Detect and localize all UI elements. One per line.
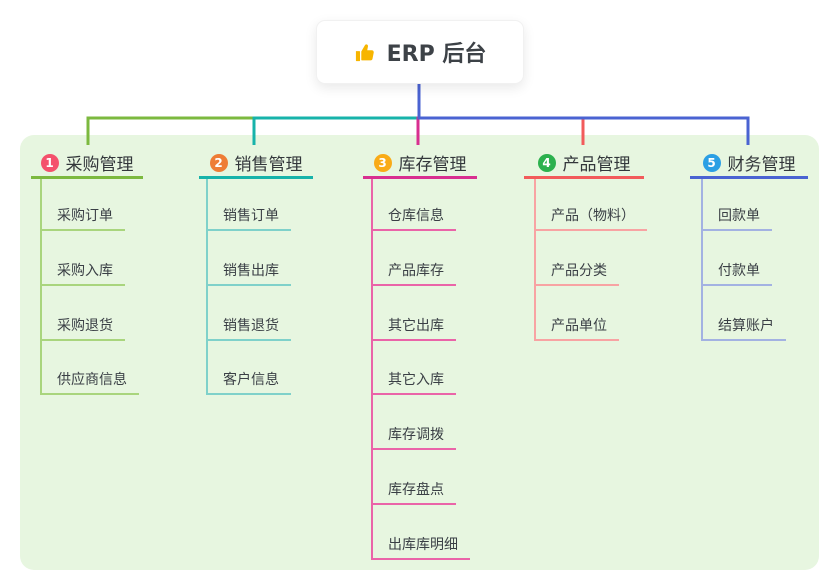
child-node[interactable]: 销售订单	[206, 207, 291, 231]
child-node-label: 销售出库	[223, 263, 279, 279]
child-node[interactable]: 采购入库	[40, 262, 125, 286]
branch-5-children-trunk-line	[701, 177, 703, 341]
child-node-label: 产品库存	[388, 263, 444, 279]
child-node[interactable]: 产品（物料）	[534, 207, 647, 231]
child-node[interactable]: 产品分类	[534, 262, 619, 286]
child-node-label: 其它出库	[388, 318, 444, 334]
child-node-label: 产品分类	[551, 263, 607, 279]
child-node[interactable]: 采购订单	[40, 207, 125, 231]
child-node[interactable]: 库存盘点	[371, 481, 456, 505]
child-node-label: 销售退货	[223, 318, 279, 334]
child-node[interactable]: 客户信息	[206, 371, 291, 395]
child-node[interactable]: 出库库明细	[371, 536, 470, 560]
child-node-label: 结算账户	[718, 318, 774, 334]
thumbs-up-icon	[354, 41, 377, 64]
branch-title-1[interactable]: 1 采购管理	[31, 149, 143, 179]
root-node-label: ERP 后台	[386, 42, 487, 67]
child-node-label: 付款单	[718, 263, 760, 279]
branch-number-badge: 1	[40, 153, 59, 172]
child-node-label: 客户信息	[223, 372, 279, 388]
child-node[interactable]: 其它出库	[371, 317, 456, 341]
child-node[interactable]: 供应商信息	[40, 371, 139, 395]
child-node[interactable]: 结算账户	[701, 317, 786, 341]
branch-title-label: 采购管理	[65, 155, 134, 175]
child-node-label: 采购入库	[57, 263, 113, 279]
branch-2-children-trunk-line	[206, 177, 208, 395]
branch-title-label: 库存管理	[398, 155, 467, 175]
child-node-label: 出库库明细	[388, 537, 458, 553]
branch-title-4[interactable]: 4 产品管理	[524, 149, 644, 179]
child-node-label: 库存调拨	[388, 427, 444, 443]
child-node-label: 销售订单	[223, 208, 279, 224]
child-node[interactable]: 库存调拨	[371, 426, 456, 450]
branch-title-label: 财务管理	[727, 155, 796, 175]
child-node[interactable]: 销售退货	[206, 317, 291, 341]
branch-title-label: 产品管理	[562, 155, 631, 175]
child-node-label: 回款单	[718, 208, 760, 224]
branch-number-badge: 5	[702, 153, 721, 172]
branch-4-children-trunk-line	[534, 177, 536, 341]
child-node-label: 采购订单	[57, 208, 113, 224]
branch-title-3[interactable]: 3 库存管理	[363, 149, 477, 179]
child-node-label: 其它入库	[388, 372, 444, 388]
child-node-label: 产品单位	[551, 318, 607, 334]
branch-3-children-trunk-line	[371, 177, 373, 560]
branch-title-label: 销售管理	[234, 155, 303, 175]
branch-number-badge: 4	[537, 153, 556, 172]
child-node[interactable]: 销售出库	[206, 262, 291, 286]
child-node[interactable]: 采购退货	[40, 317, 125, 341]
branch-1-children-trunk-line	[40, 177, 42, 395]
branch-number-badge: 2	[209, 153, 228, 172]
mindmap-background-panel	[20, 135, 819, 570]
child-node[interactable]: 回款单	[701, 207, 772, 231]
child-node[interactable]: 产品单位	[534, 317, 619, 341]
child-node-label: 库存盘点	[388, 482, 444, 498]
branch-title-2[interactable]: 2 销售管理	[199, 149, 313, 179]
branch-title-5[interactable]: 5 财务管理	[690, 149, 808, 179]
child-node-label: 采购退货	[57, 318, 113, 334]
child-node[interactable]: 其它入库	[371, 371, 456, 395]
child-node[interactable]: 仓库信息	[371, 207, 456, 231]
child-node-label: 产品（物料）	[551, 208, 635, 224]
child-node[interactable]: 付款单	[701, 262, 772, 286]
branch-number-badge: 3	[373, 153, 392, 172]
child-node[interactable]: 产品库存	[371, 262, 456, 286]
root-node-erp[interactable]: ERP 后台	[316, 20, 524, 84]
child-node-label: 供应商信息	[57, 372, 127, 388]
child-node-label: 仓库信息	[388, 208, 444, 224]
